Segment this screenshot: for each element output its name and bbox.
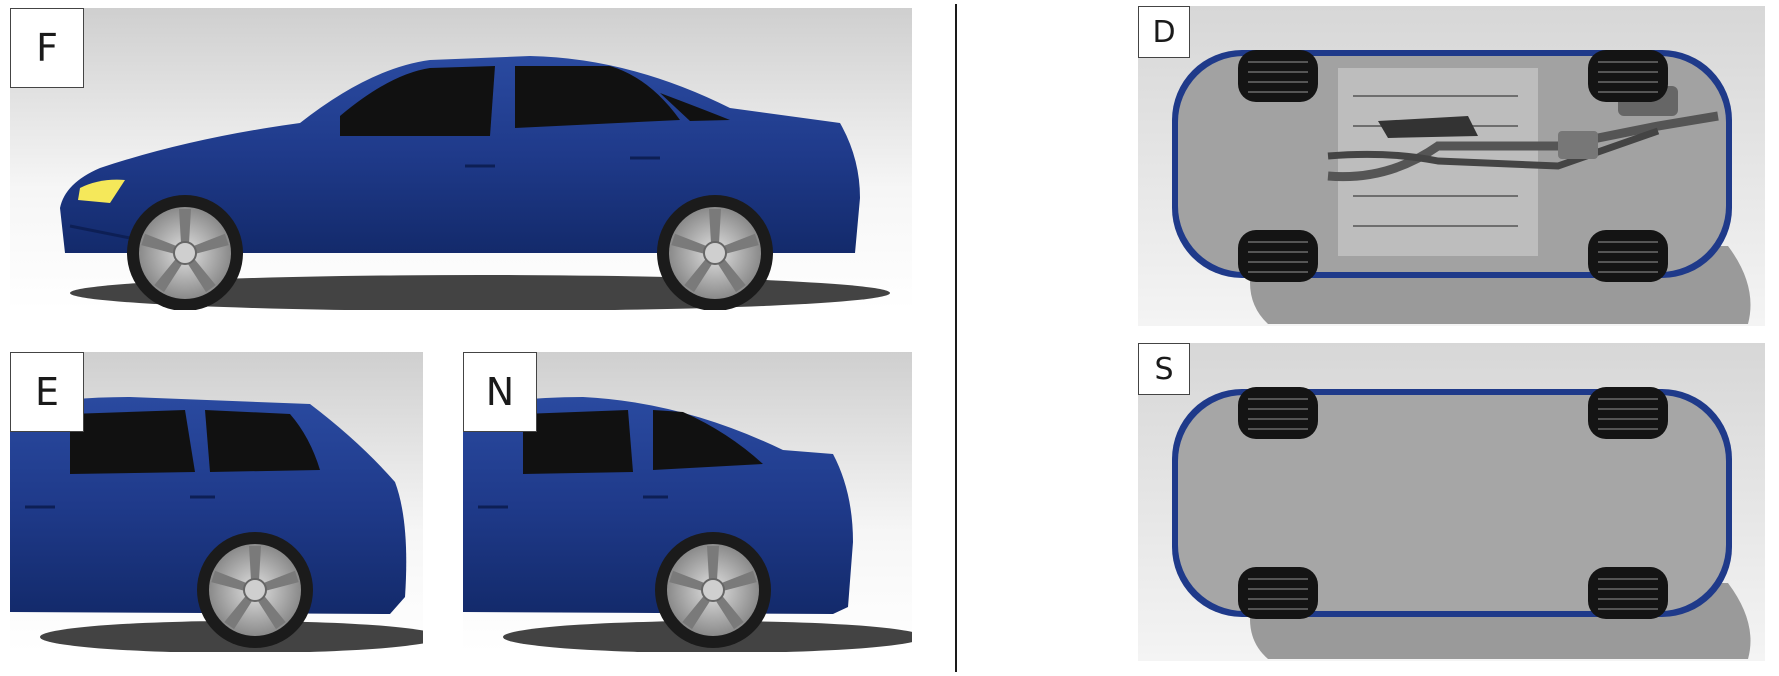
panel-label-n: N [463,352,537,432]
car-side-notchback-rear-illustration [463,352,912,652]
panel-label-s: S [1138,343,1190,395]
panel-label-e: E [10,352,84,432]
panel-d: D [1138,6,1765,326]
underbody-detailed-illustration [1138,6,1765,326]
panel-s: S [1138,343,1765,661]
vertical-divider [955,4,957,672]
underbody-smooth-illustration [1138,343,1765,661]
car-side-full-illustration [10,8,912,310]
panel-f: F [10,8,912,310]
car-side-estate-rear-illustration [10,352,423,652]
panel-label-f: F [10,8,84,88]
panel-e: E [10,352,423,652]
panel-n: N [463,352,912,652]
panel-label-d: D [1138,6,1190,58]
